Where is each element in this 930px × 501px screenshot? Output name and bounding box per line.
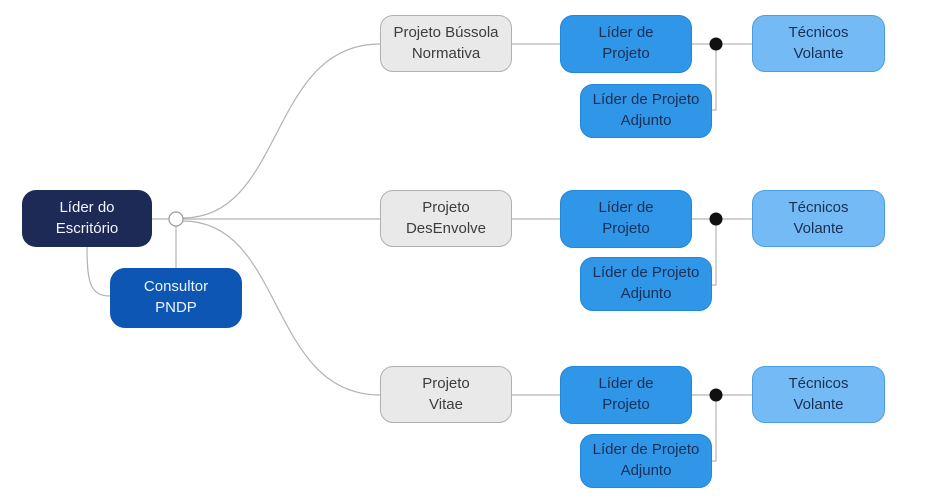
node-lider-de-projeto-3[interactable]: Líder de Projeto: [560, 366, 692, 424]
node-lider-de-projeto-adjunto-2[interactable]: Líder de Projeto Adjunto: [580, 257, 712, 311]
node-consultor-pndp[interactable]: Consultor PNDP: [110, 268, 242, 328]
junction-dot-1: [709, 37, 723, 51]
node-label: Projeto DesEnvolve: [405, 198, 487, 237]
node-tecnicos-volante-1[interactable]: Técnicos Volante: [752, 15, 885, 72]
edge-hub-to-project-bottom: [182, 220, 381, 396]
node-label: Líder de Projeto: [598, 24, 654, 62]
junction-dot-3: [709, 388, 723, 402]
node-label: Líder de Projeto: [598, 375, 654, 413]
edge-hub-to-project-top: [182, 43, 381, 219]
node-tecnicos-volante-3[interactable]: Técnicos Volante: [752, 366, 885, 423]
node-label: Líder de Projeto Adjunto: [592, 441, 700, 479]
node-label: Líder do Escritório: [55, 198, 119, 237]
junction-dot-2: [709, 212, 723, 226]
node-tecnicos-volante-2[interactable]: Técnicos Volante: [752, 190, 885, 247]
node-label: Projeto Bússola Normativa: [393, 23, 499, 62]
node-lider-de-projeto-adjunto-3[interactable]: Líder de Projeto Adjunto: [580, 434, 712, 488]
edge-dot-to-deputy-3: [712, 395, 717, 462]
node-label: Projeto Vitae: [422, 374, 470, 413]
node-lider-de-projeto-2[interactable]: Líder de Projeto: [560, 190, 692, 248]
node-label: Técnicos Volante: [788, 374, 849, 413]
node-projeto-vitae[interactable]: Projeto Vitae: [380, 366, 512, 423]
node-lider-de-projeto-1[interactable]: Líder de Projeto: [560, 15, 692, 73]
edge-dot-to-deputy-1: [712, 44, 717, 111]
edge-dot-to-deputy-2: [712, 219, 717, 286]
node-label: Técnicos Volante: [788, 23, 849, 62]
node-label: Consultor PNDP: [143, 278, 209, 316]
hub-circle: [168, 211, 184, 227]
edge-root-to-consultant: [86, 246, 111, 297]
node-lider-de-projeto-adjunto-1[interactable]: Líder de Projeto Adjunto: [580, 84, 712, 138]
node-label: Líder de Projeto Adjunto: [592, 91, 700, 129]
node-lider-do-escritorio[interactable]: Líder do Escritório: [22, 190, 152, 247]
node-label: Líder de Projeto: [598, 199, 654, 237]
node-projeto-desenvolve[interactable]: Projeto DesEnvolve: [380, 190, 512, 247]
node-label: Técnicos Volante: [788, 198, 849, 237]
node-label: Líder de Projeto Adjunto: [592, 264, 700, 302]
node-projeto-bussola-normativa[interactable]: Projeto Bússola Normativa: [380, 15, 512, 72]
